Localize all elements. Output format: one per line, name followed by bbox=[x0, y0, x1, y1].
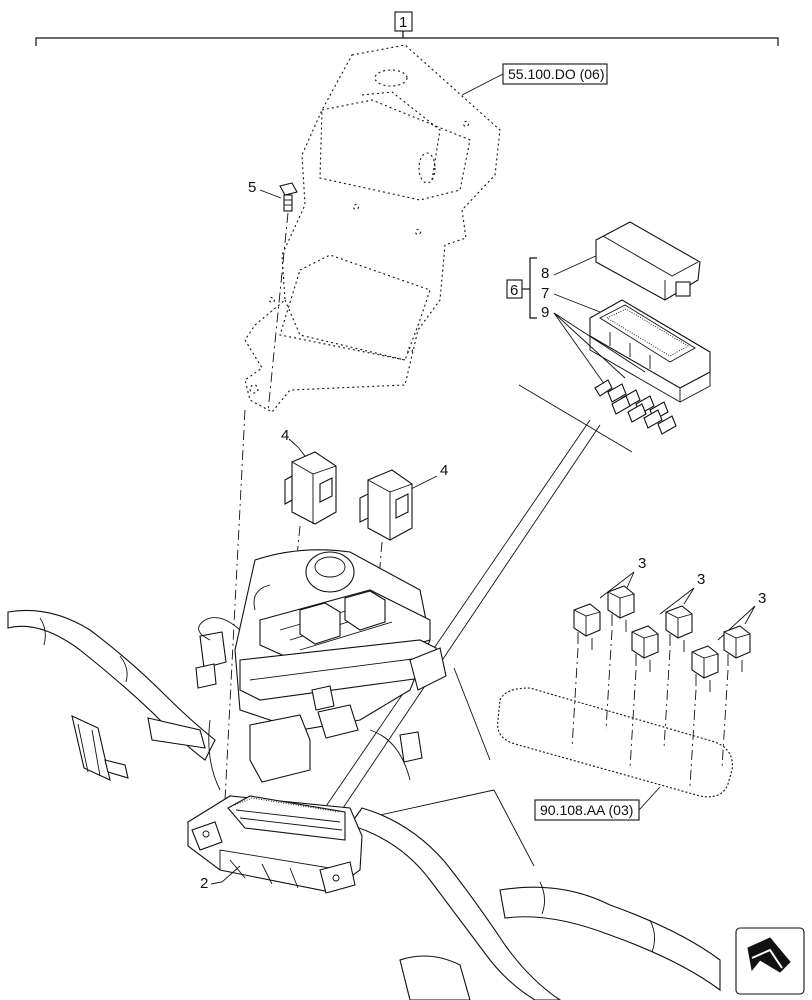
mini-relay-5 bbox=[691, 645, 719, 692]
ref-90-108-aa: 90.108.AA (03) bbox=[540, 802, 633, 818]
mini-relay-6 bbox=[723, 625, 751, 672]
callout-2: 2 bbox=[200, 875, 208, 892]
arrow-icon[interactable] bbox=[735, 927, 805, 995]
callout-3-c: 3 bbox=[758, 590, 766, 607]
fuse-box-kit: 6 8 7 9 bbox=[506, 221, 711, 435]
mini-relay-1 bbox=[573, 603, 601, 650]
callout-1: 1 bbox=[399, 14, 407, 31]
fuse-terminals bbox=[594, 379, 677, 435]
ref-55-100-do: 55.100.DO (06) bbox=[508, 66, 605, 82]
callout-4-left: 4 bbox=[281, 427, 289, 444]
callout-3-b: 3 bbox=[697, 571, 705, 588]
callout-4-right: 4 bbox=[440, 462, 448, 479]
relay-large-left bbox=[284, 451, 337, 525]
wiring-harness bbox=[7, 609, 721, 1000]
mini-relay-4 bbox=[665, 605, 693, 652]
assembly-bracket: 1 bbox=[35, 11, 779, 46]
mini-relay-3 bbox=[631, 625, 659, 672]
callout-5: 5 bbox=[248, 179, 256, 196]
relay-large-right bbox=[359, 469, 413, 541]
reference-bracket-support: 55.100.DO (06) bbox=[461, 63, 608, 96]
relays-large: 4 4 bbox=[281, 427, 448, 691]
callout-6: 6 bbox=[510, 282, 518, 299]
mini-relay-2 bbox=[607, 585, 635, 632]
callout-9: 9 bbox=[541, 304, 549, 321]
callout-8: 8 bbox=[541, 265, 549, 282]
mounting-bracket bbox=[244, 44, 501, 413]
bolt: 5 bbox=[248, 179, 298, 413]
fuse-box-base: 2 bbox=[187, 795, 363, 894]
callout-3-a: 3 bbox=[638, 555, 646, 572]
fuse-box-body bbox=[589, 299, 711, 403]
fuse-box-cover bbox=[595, 221, 701, 301]
reference-relay-platform: 90.108.AA (03) bbox=[534, 786, 661, 821]
relays-mini: 3 3 3 bbox=[497, 555, 766, 798]
callout-7: 7 bbox=[541, 285, 549, 302]
fuse-relay-holder bbox=[195, 409, 447, 801]
